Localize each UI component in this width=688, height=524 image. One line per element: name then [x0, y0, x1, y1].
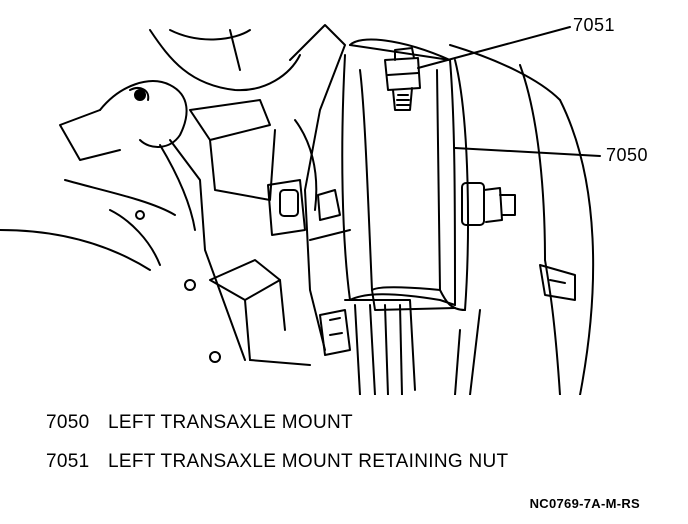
mount-housing: [341, 38, 469, 311]
callout-label-7050: 7050: [606, 145, 649, 165]
legend-row: 7050 LEFT TRANSAXLE MOUNT: [46, 412, 353, 434]
lower-bracket: [319, 299, 416, 395]
legend-code: 7050: [46, 412, 90, 433]
legend-description: LEFT TRANSAXLE MOUNT RETAINING NUT: [108, 451, 509, 472]
legend-row: 7051 LEFT TRANSAXLE MOUNT RETAINING NUT: [46, 451, 508, 473]
leader-line-7050: [454, 147, 601, 157]
frame-rail: [449, 44, 595, 395]
legend-code: 7051: [46, 451, 90, 472]
transaxle-mount-drawing: [0, 24, 601, 395]
retaining-nut: [384, 47, 421, 111]
callout-label-7051: 7051: [573, 15, 616, 35]
mount-illustration: [0, 24, 601, 395]
figure-reference-code: NC0769-7A-M-RS: [529, 496, 640, 511]
leader-line-7051: [417, 26, 571, 69]
side-bolt: [461, 182, 516, 226]
transaxle-case: [267, 24, 351, 351]
legend-description: LEFT TRANSAXLE MOUNT: [108, 412, 353, 433]
callout-leaders: [417, 26, 601, 157]
engine-block-outline: [0, 29, 311, 366]
